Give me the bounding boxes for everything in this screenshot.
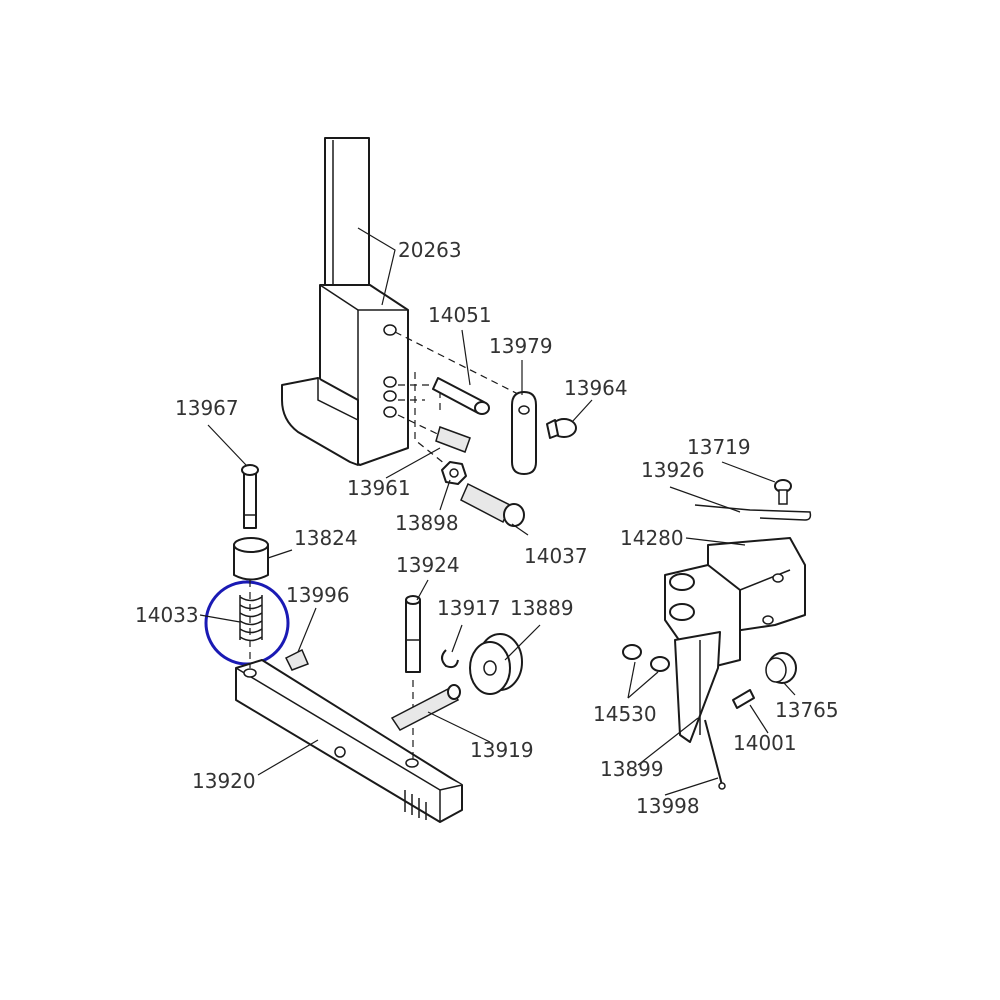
- part-13765-roller: [765, 652, 797, 684]
- part-13898-nut: [441, 461, 467, 485]
- label-20263: 20263: [398, 238, 462, 262]
- part-13719-screw: [774, 479, 792, 505]
- label-13979: 13979: [489, 334, 553, 358]
- part-13924-pin: [405, 595, 421, 673]
- part-13899-blade: [674, 631, 721, 743]
- part-13964-screw: [546, 418, 577, 439]
- label-13919: 13919: [470, 738, 534, 762]
- label-14037: 14037: [524, 544, 588, 568]
- label-13961: 13961: [347, 476, 411, 500]
- part-13926-spring: [694, 504, 812, 521]
- label-13917: 13917: [437, 596, 501, 620]
- part-13998-rod: [704, 719, 726, 790]
- label-13920: 13920: [192, 769, 256, 793]
- part-13996-setscrew: [284, 648, 309, 671]
- leader-lines: [199, 227, 796, 796]
- part-14001-pin: [732, 689, 755, 709]
- label-13719: 13719: [687, 435, 751, 459]
- label-13964: 13964: [564, 376, 628, 400]
- part-13961-setscrew: [435, 426, 471, 453]
- label-13926: 13926: [641, 458, 705, 482]
- label-13898: 13898: [395, 511, 459, 535]
- label-14001: 14001: [733, 731, 797, 755]
- part-13917-clip: [441, 649, 459, 669]
- part-13967-pin: [241, 464, 259, 529]
- label-13967: 13967: [175, 396, 239, 420]
- part-20263-post: [281, 137, 409, 466]
- part-14033-spring: [239, 595, 263, 642]
- label-14033: 14033: [135, 603, 199, 627]
- label-13996: 13996: [286, 583, 350, 607]
- part-labels: 20263 14051 13979 13964 13967 13961 1389…: [135, 238, 839, 818]
- part-13919-shaft: [390, 684, 461, 731]
- label-13824: 13824: [294, 526, 358, 550]
- label-13889: 13889: [510, 596, 574, 620]
- label-13765: 13765: [775, 698, 839, 722]
- part-13979-link: [511, 391, 537, 475]
- label-14051: 14051: [428, 303, 492, 327]
- label-14530: 14530: [593, 702, 657, 726]
- part-14037-capscrew: [460, 482, 525, 527]
- part-14051-pin: [432, 377, 490, 415]
- label-14280: 14280: [620, 526, 684, 550]
- label-13924: 13924: [396, 553, 460, 577]
- part-13824-bushing: [233, 537, 269, 581]
- part-13920-arm: [235, 659, 463, 823]
- part-14530-screws: [622, 644, 670, 672]
- label-13998: 13998: [636, 794, 700, 818]
- label-13899: 13899: [600, 757, 664, 781]
- part-13889-pulley: [469, 633, 523, 695]
